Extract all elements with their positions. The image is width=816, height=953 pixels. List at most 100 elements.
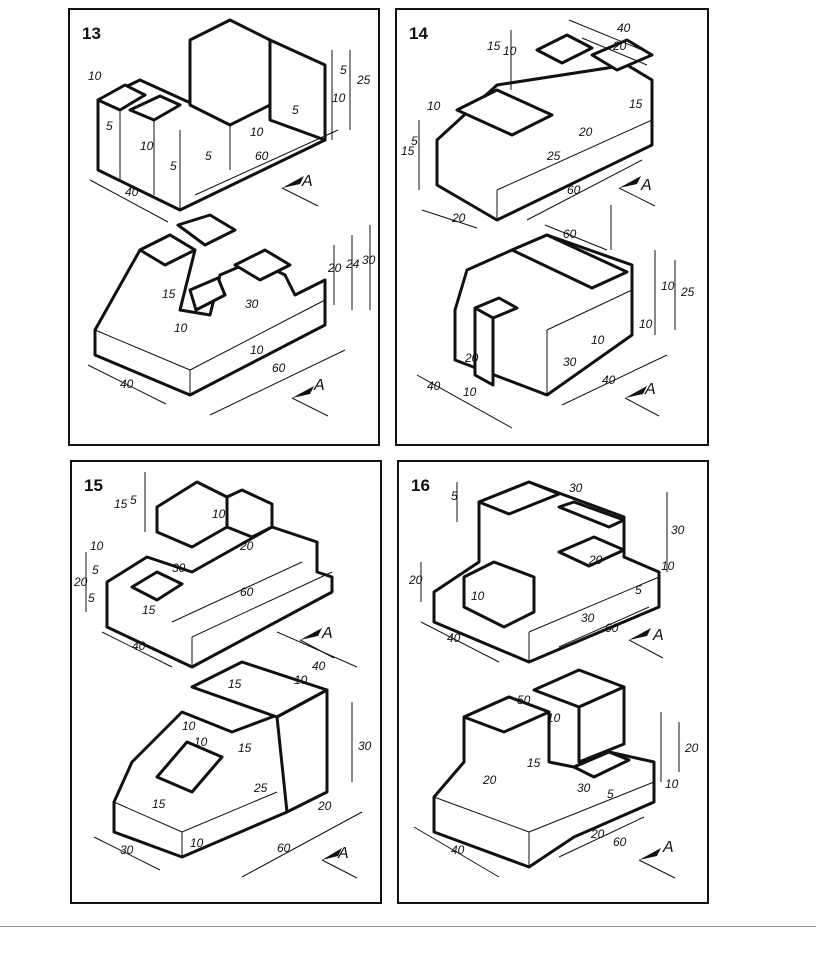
panel-number: 14 — [409, 24, 428, 43]
dim-label: 10 — [88, 69, 102, 83]
figure-15b: A 40 15 10 10 10 15 25 30 15 10 20 30 60 — [93, 631, 372, 879]
dim-label: 20 — [239, 539, 254, 553]
dim-label: 60 — [567, 183, 581, 197]
panel-15: 15 A 15 5 10 20 10 — [70, 460, 382, 904]
dim-label: 10 — [661, 279, 675, 293]
dim-label: 5 — [170, 159, 177, 173]
dim-label: 40 — [617, 21, 631, 35]
dim-label: 30 — [358, 739, 372, 753]
dim-label: 60 — [240, 585, 254, 599]
dim-label: 10 — [90, 539, 104, 553]
dim-label: 5 — [451, 489, 458, 503]
dim-label: 30 — [120, 843, 134, 857]
dim-label: 20 — [327, 261, 342, 275]
dim-label: 5 — [130, 493, 137, 507]
dim-label: 5 — [106, 119, 113, 133]
dim-label: 5 — [92, 563, 99, 577]
view-arrow-label: A — [321, 625, 333, 642]
dim-label: 20 — [317, 799, 332, 813]
dim-label: 5 — [635, 583, 642, 597]
figure-14a: A 40 20 15 10 10 5 15 20 25 15 60 20 — [401, 19, 656, 229]
dim-label: 25 — [253, 781, 268, 795]
dim-label: 5 — [88, 591, 95, 605]
dim-label: 10 — [463, 385, 477, 399]
dim-label: 10 — [294, 673, 308, 687]
dim-label: 15 — [238, 741, 252, 755]
figure-16b: A 50 10 20 15 20 30 5 10 20 60 40 — [413, 668, 699, 879]
dim-label: 20 — [408, 573, 423, 587]
dim-label: 50 — [517, 693, 531, 707]
panel-14-drawing: A 40 20 15 10 10 5 15 20 25 15 60 20 — [401, 19, 695, 429]
dim-label: 20 — [588, 553, 603, 567]
panel-13-drawing: A 10 5 10 5 5 60 10 5 5 10 25 40 — [87, 18, 376, 417]
page-bottom-rule — [0, 926, 816, 927]
dim-label: 60 — [277, 841, 291, 855]
dim-label: 30 — [362, 253, 376, 267]
figure-14b: A 60 10 25 10 20 10 30 40 40 10 — [416, 205, 695, 429]
dim-label: 30 — [172, 561, 186, 575]
dim-label: 10 — [140, 139, 154, 153]
dim-label: 40 — [120, 377, 134, 391]
view-arrow-label: A — [662, 839, 674, 856]
dim-label: 10 — [212, 507, 226, 521]
dim-label: 10 — [591, 333, 605, 347]
dim-label: 10 — [250, 125, 264, 139]
dim-label: 30 — [577, 781, 591, 795]
dim-label: 40 — [451, 843, 465, 857]
dim-label: 5 — [292, 103, 299, 117]
view-arrow-label: A — [652, 627, 664, 644]
dim-label: 40 — [602, 373, 616, 387]
dim-label: 60 — [563, 227, 577, 241]
dim-label: 10 — [639, 317, 653, 331]
panel-15-drawing: A 15 5 10 20 10 30 5 20 5 15 60 40 — [73, 472, 372, 879]
dim-label: 25 — [680, 285, 695, 299]
dim-label: 20 — [73, 575, 88, 589]
dim-label: 30 — [563, 355, 577, 369]
dim-label: 10 — [174, 321, 188, 335]
dim-label: 5 — [607, 787, 614, 801]
dim-label: 20 — [590, 827, 605, 841]
dim-label: 24 — [345, 257, 360, 271]
figure-16a: A 5 30 30 20 20 10 10 5 30 60 40 — [408, 480, 685, 664]
dim-label: 40 — [447, 631, 461, 645]
view-arrow-label: A — [337, 845, 349, 862]
panel-number: 16 — [411, 476, 430, 495]
dim-label: 40 — [132, 639, 146, 653]
view-arrow-label: A — [301, 173, 313, 190]
dim-label: 20 — [684, 741, 699, 755]
dim-label: 40 — [125, 185, 139, 199]
view-arrow-label: A — [644, 381, 656, 398]
dim-label: 15 — [114, 497, 128, 511]
figure-13b: A 15 10 20 24 30 30 10 40 60 — [87, 213, 376, 417]
dim-label: 10 — [665, 777, 679, 791]
panel-number: 15 — [84, 476, 103, 495]
dim-label: 30 — [245, 297, 259, 311]
dim-label: 20 — [464, 351, 479, 365]
dim-label: 25 — [356, 73, 371, 87]
dim-label: 5 — [205, 149, 212, 163]
dim-label: 10 — [332, 91, 346, 105]
dim-label: 60 — [272, 361, 286, 375]
dim-label: 15 — [162, 287, 176, 301]
dim-label: 60 — [255, 149, 269, 163]
dim-label: 15 — [487, 39, 501, 53]
dim-label: 20 — [612, 39, 627, 53]
dim-label: 10 — [250, 343, 264, 357]
panel-14: 14 A 40 20 15 — [395, 8, 709, 446]
dim-label: 10 — [503, 44, 517, 58]
dim-label: 30 — [569, 481, 583, 495]
panel-number: 13 — [82, 24, 101, 43]
dim-label: 15 — [152, 797, 166, 811]
dim-label: 15 — [401, 144, 415, 158]
view-arrow-label: A — [313, 377, 325, 394]
dim-label: 10 — [190, 836, 204, 850]
dim-label: 30 — [581, 611, 595, 625]
dim-label: 5 — [340, 63, 347, 77]
dim-label: 60 — [613, 835, 627, 849]
figure-15a: A 15 5 10 20 10 30 5 20 5 15 60 40 — [73, 472, 335, 669]
dim-label: 15 — [629, 97, 643, 111]
dim-label: 30 — [671, 523, 685, 537]
dim-label: 15 — [527, 756, 541, 770]
dim-label: 10 — [182, 719, 196, 733]
